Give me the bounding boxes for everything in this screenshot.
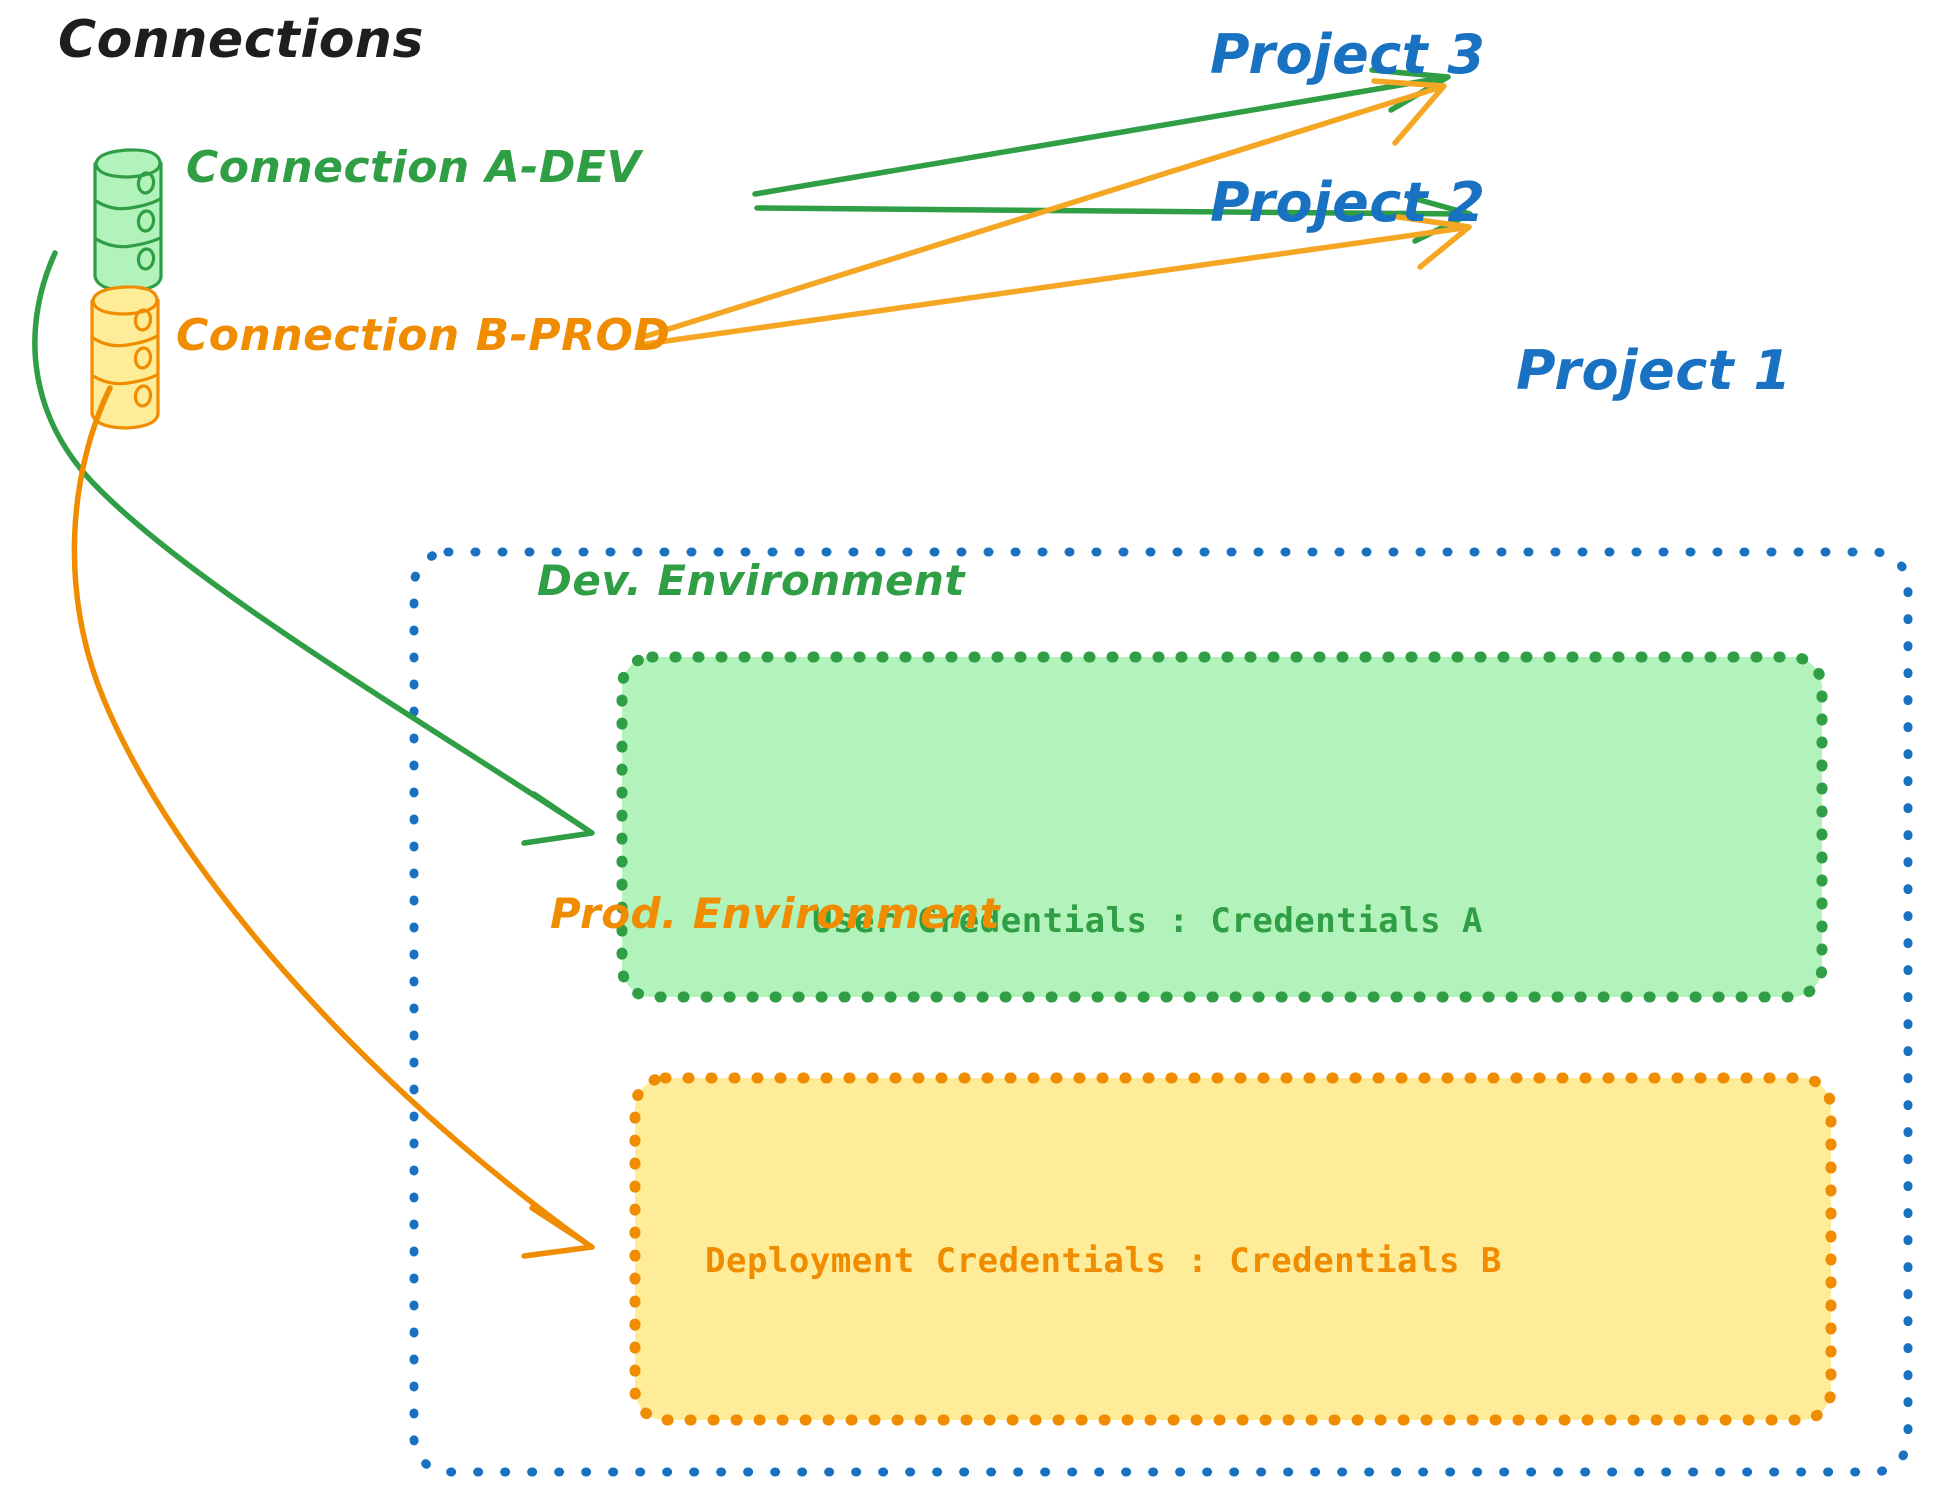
dev-environment-credentials: User Credentials : Credentials A: [812, 901, 1484, 941]
project-1-label[interactable]: Project 1: [1516, 339, 1792, 402]
edge-b-prod-to-prod-environment[interactable]: [71, 385, 595, 1259]
project-3-label[interactable]: Project 3: [1210, 23, 1486, 86]
prod-environment-credentials: Deployment Credentials : Credentials B: [705, 1241, 1502, 1281]
project-1-container-border[interactable]: [409, 547, 1913, 1477]
dev-environment-box[interactable]: [616, 651, 1828, 1003]
dev-environment-title: Dev. Environment: [537, 556, 965, 605]
project-2-label[interactable]: Project 2: [1210, 171, 1486, 234]
prod-environment-title: Prod. Environment: [550, 889, 1001, 938]
connection-b-prod-database-icon[interactable]: [90, 285, 160, 430]
page-title: Connections: [58, 10, 424, 70]
prod-environment-box[interactable]: [629, 1072, 1837, 1426]
edge-b-prod-to-project-2[interactable]: [635, 214, 1472, 348]
connection-a-dev-database-icon[interactable]: [93, 148, 163, 293]
edge-a-dev-to-dev-environment[interactable]: [32, 250, 595, 846]
edge-b-prod-to-project-3[interactable]: [637, 78, 1447, 341]
connection-a-dev-label[interactable]: Connection A-DEV: [186, 142, 642, 193]
connection-b-prod-label[interactable]: Connection B-PROD: [176, 310, 671, 361]
